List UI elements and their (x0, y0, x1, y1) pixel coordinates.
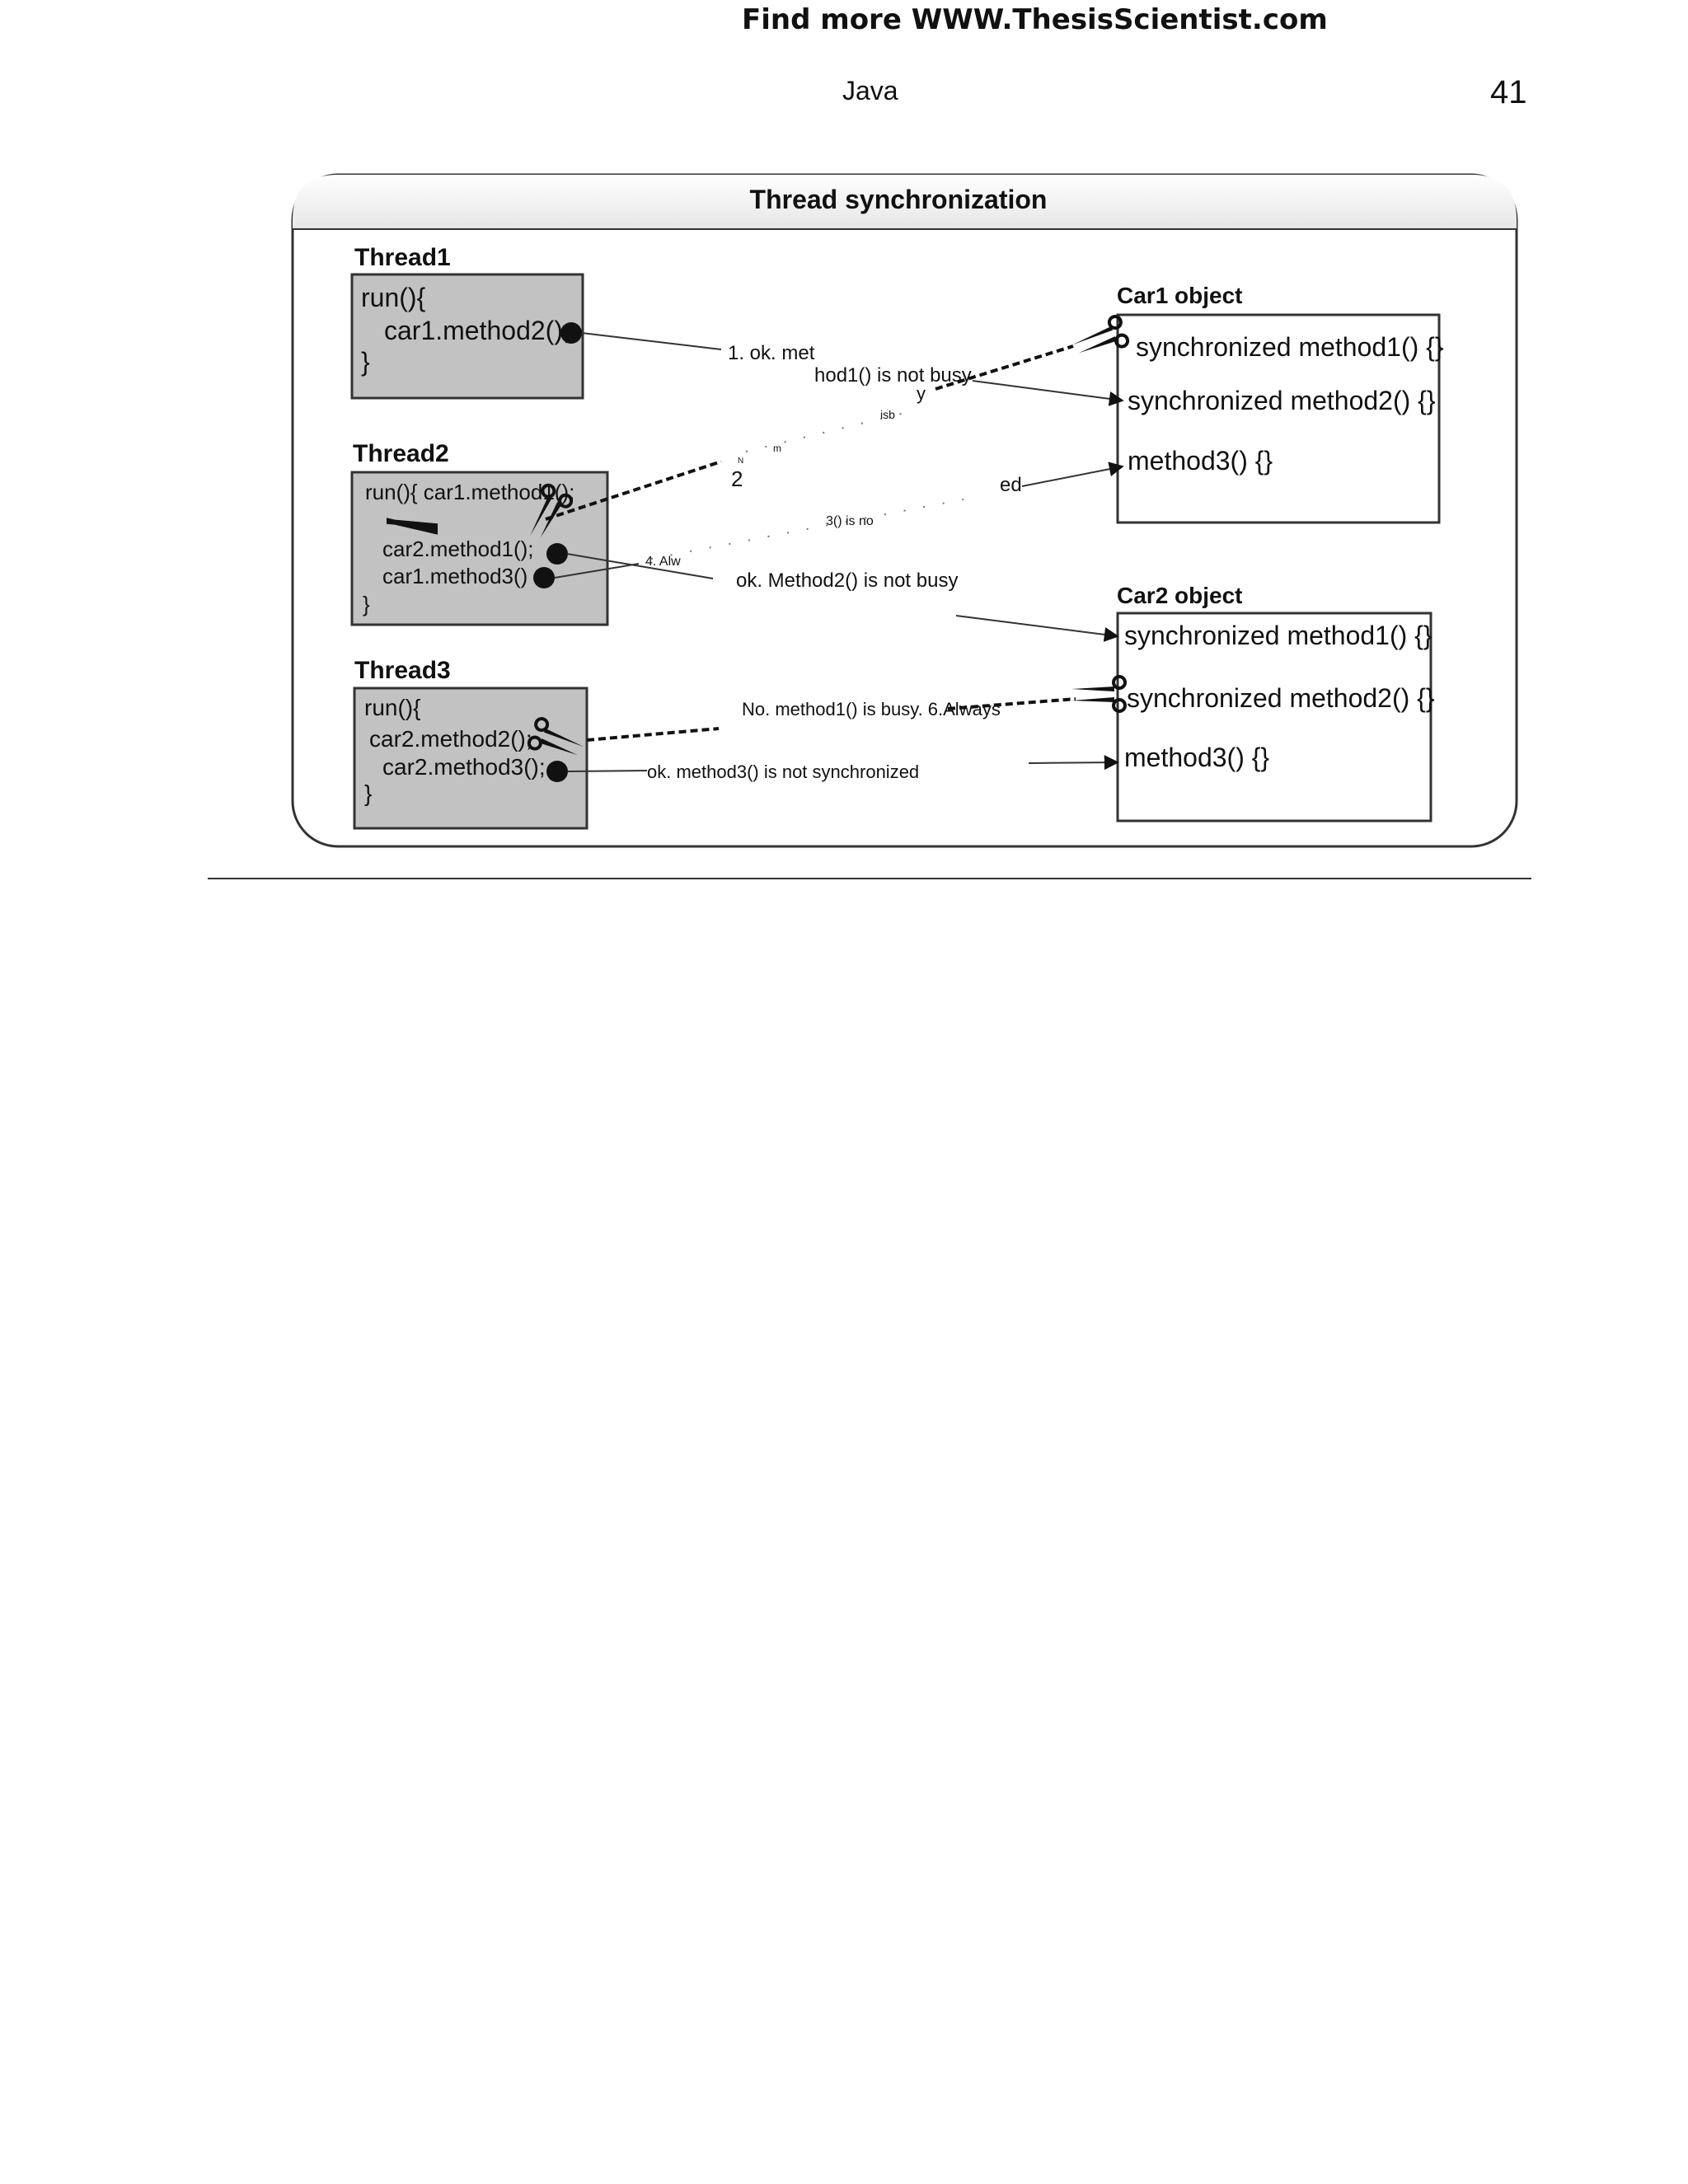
thread1-code-line: car1.method2(); (384, 316, 570, 345)
car2-object-box (1116, 612, 1432, 823)
annotation: y (917, 383, 926, 404)
annotation: N (738, 457, 743, 466)
car2-method: synchronized method2() {} (1127, 683, 1435, 713)
annotation: 3() is no (826, 514, 874, 528)
annotation: 1. ok. met (728, 342, 815, 364)
thread3-code-box (353, 687, 588, 830)
car1-method: method3() {} (1128, 446, 1273, 476)
thread2-code-line: car2.method1(); (382, 537, 534, 561)
annotation: ok. Method2() is not busy (736, 569, 958, 592)
thread2-code-line: car1.method3() (382, 564, 528, 588)
figure-title: Thread synchronization (750, 185, 1048, 214)
blocked-dashed-line (935, 344, 1074, 391)
car1-method: synchronized method1() {} (1136, 332, 1444, 362)
call-arrow (566, 553, 714, 579)
thread3-code-line: } (364, 780, 372, 806)
thread1-code-line: run(){ (361, 283, 426, 312)
call-arrow (1021, 462, 1124, 487)
thread3-label: Thread3 (354, 657, 451, 684)
thread-synchronization-figure: Thread synchronization Thread1 run(){ ca… (0, 0, 1688, 874)
annotation: ed (1000, 474, 1022, 496)
thread3-code-line: run(){ (364, 695, 420, 720)
car1-object-label: Car1 object (1117, 283, 1243, 308)
call-dot (560, 322, 582, 344)
scissors-icon (527, 717, 584, 756)
call-arrow (1028, 755, 1119, 771)
car2-object-label: Car2 object (1117, 583, 1243, 608)
scissors-icon (530, 483, 574, 538)
car1-method: synchronized method2() {} (1128, 386, 1436, 415)
site-banner: Find more WWW.ThesisScientist.com (742, 3, 1328, 36)
thread2-code-line: run(){ car1.method1(); (365, 480, 574, 504)
annotation: 2 (731, 466, 743, 491)
blocked-dashed-line (947, 697, 1076, 710)
running-title: Java (842, 76, 898, 105)
call-dot (546, 761, 568, 782)
page-number: 41 (1490, 74, 1527, 110)
thread1-code-box (350, 273, 584, 400)
call-arrow (554, 563, 640, 579)
call-dot (533, 567, 555, 588)
annotation: m (773, 443, 781, 454)
scissors-icon (1071, 675, 1127, 713)
thread3-code-line: car2.method3(); (382, 754, 546, 780)
thread1-code-line: } (361, 347, 370, 377)
call-dot (546, 543, 568, 565)
car2-method: synchronized method1() {} (1124, 621, 1432, 650)
blocked-dashed-line (545, 460, 722, 521)
annotation: No. method1() is busy. 6.Always (742, 699, 1001, 719)
annotation: 4. Alw (645, 555, 681, 569)
annotation: isb (880, 408, 895, 421)
thread2-label: Thread2 (353, 440, 449, 467)
car2-method: method3() {} (1124, 743, 1269, 772)
figure-title-bar (293, 175, 1517, 229)
blocked-dashed-line (586, 727, 720, 742)
thread3-code-line: car2.method2(); (369, 726, 532, 752)
thread2-blocked-stroke-icon (387, 518, 438, 535)
annotation: ok. method3() is not synchronized (647, 762, 919, 782)
car1-object-box (1116, 313, 1441, 524)
call-arrow (955, 615, 1119, 642)
annotation: hod1() is not busy (814, 364, 972, 387)
call-arrow (972, 380, 1124, 406)
call-arrow (581, 332, 722, 350)
scissors-icon (1072, 315, 1130, 354)
page-divider (208, 878, 1531, 879)
thread2-code-line: } (363, 592, 370, 616)
thread1-label: Thread1 (354, 244, 451, 271)
figure-canvas: Thread synchronization Thread1 run(){ ca… (291, 173, 1518, 848)
